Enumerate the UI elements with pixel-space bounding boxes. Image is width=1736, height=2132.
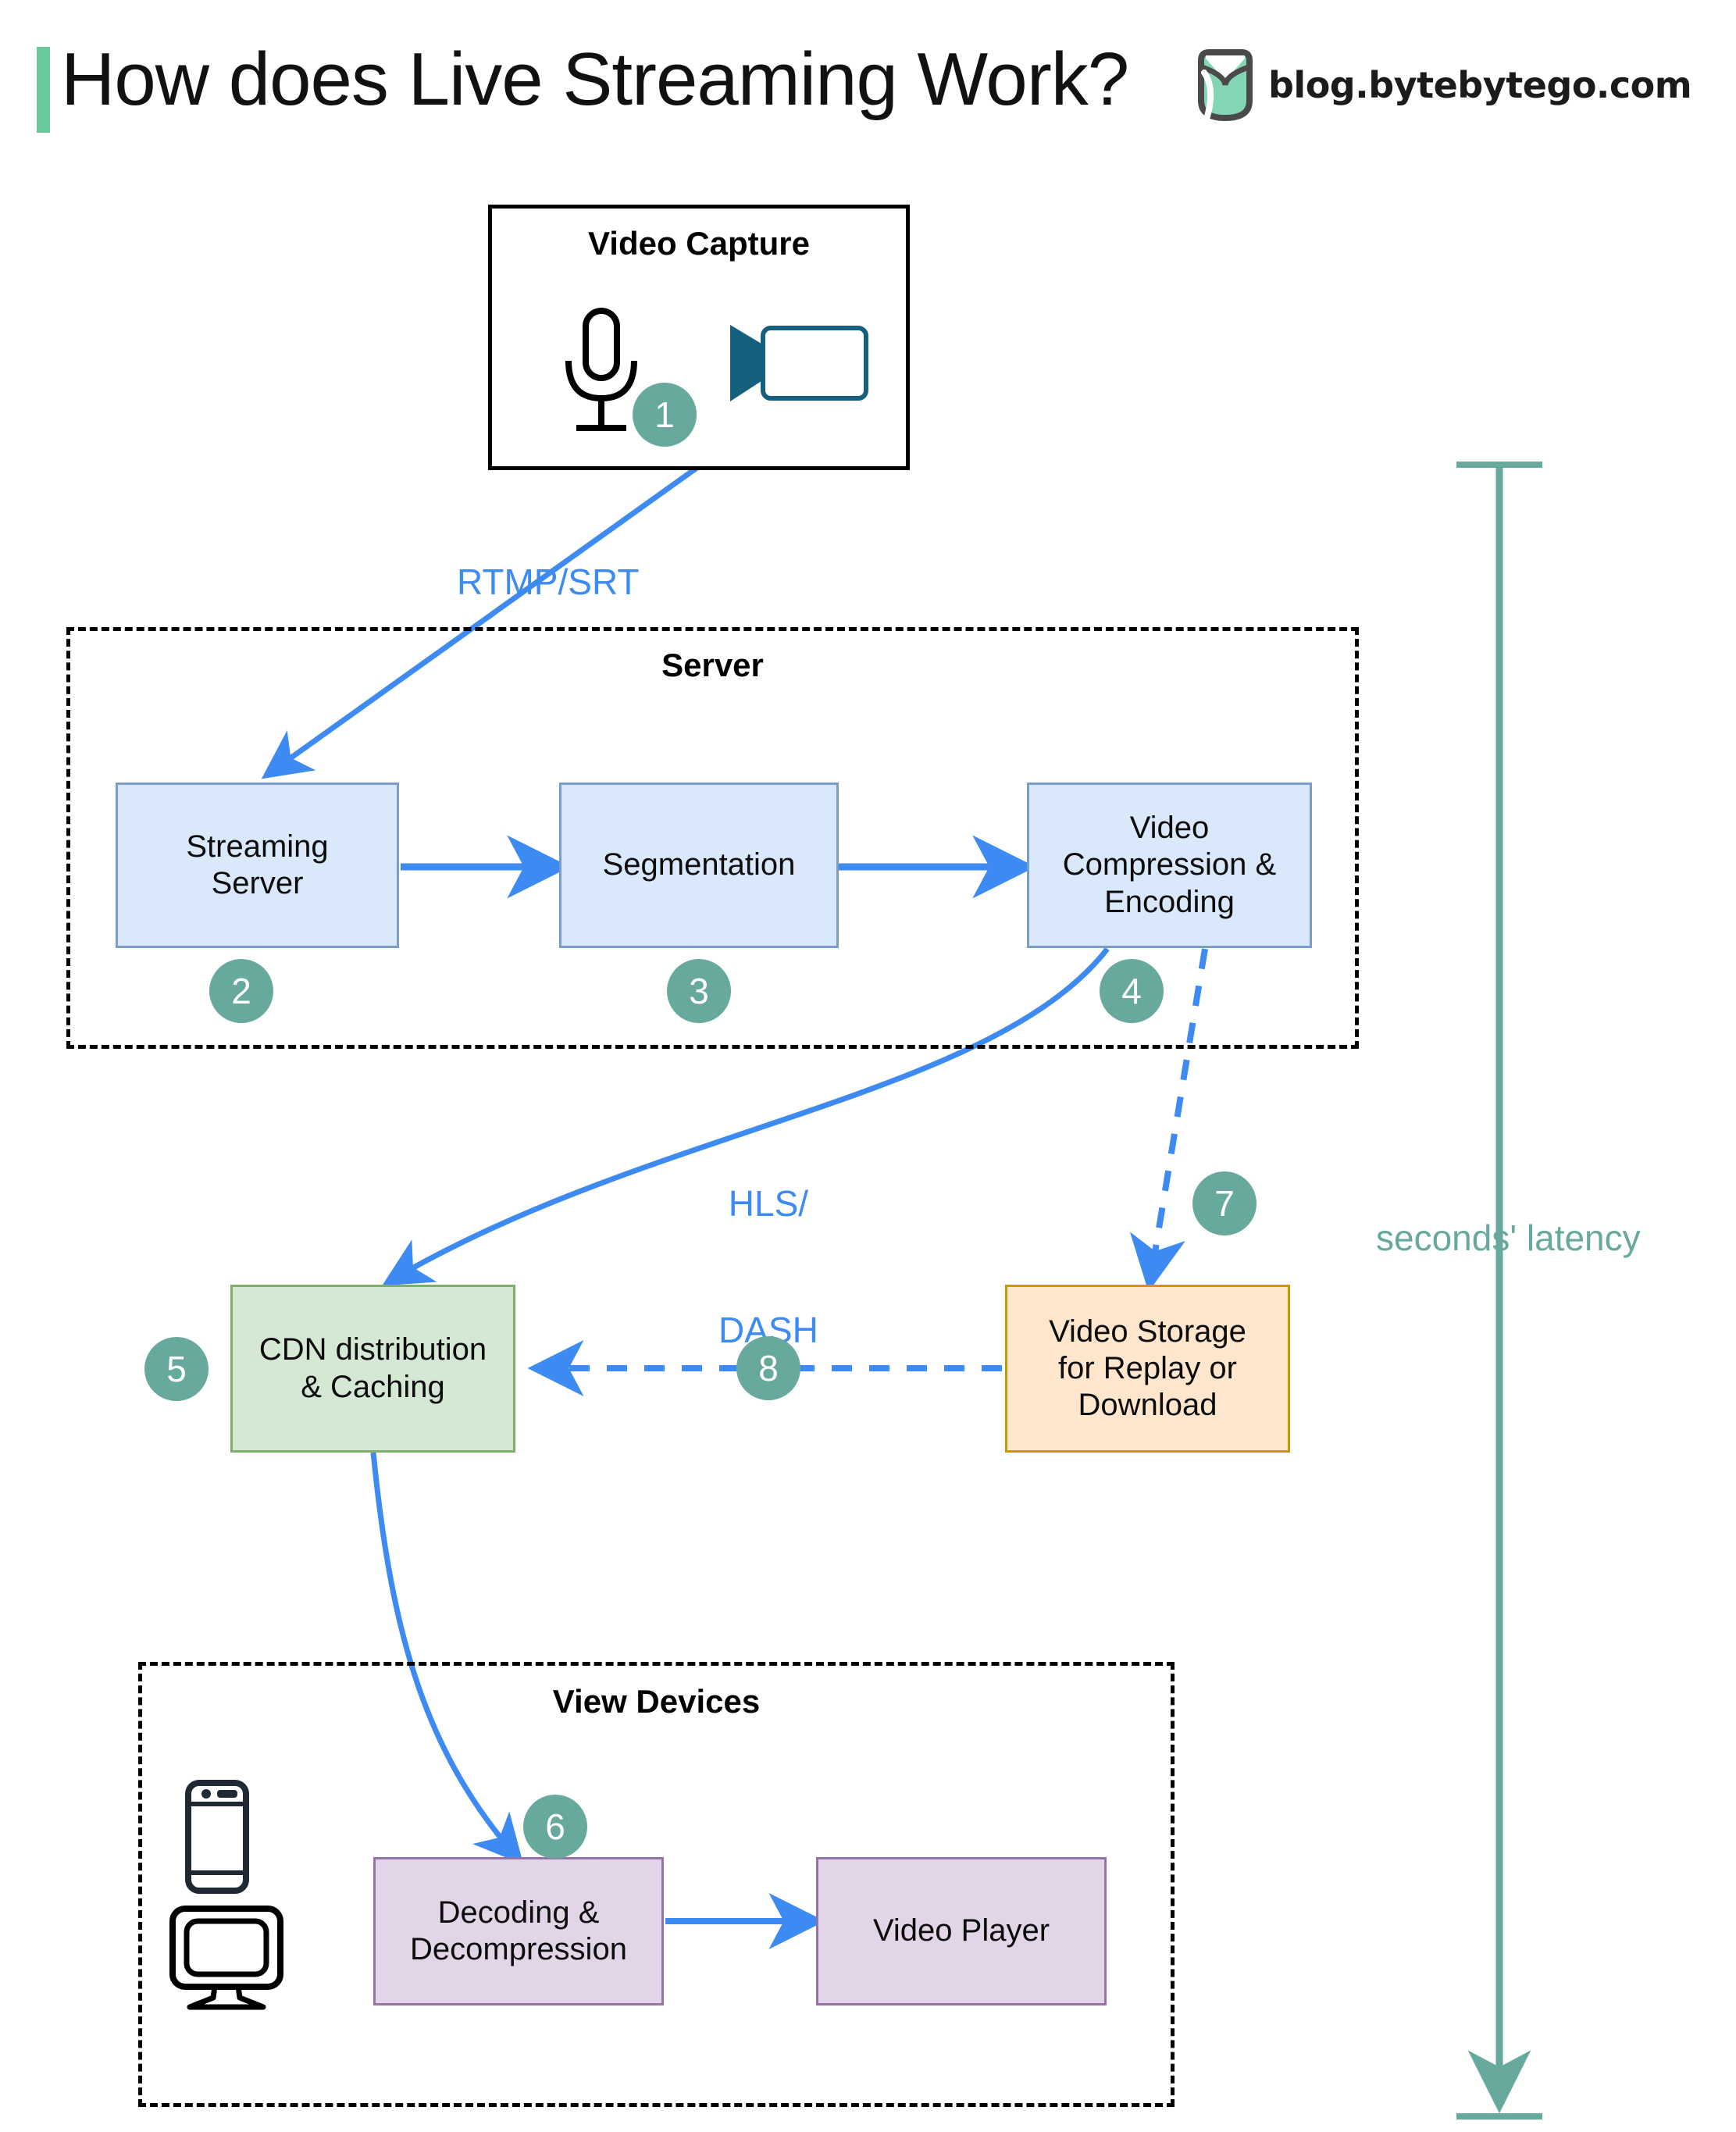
group-title-view-devices: View Devices	[552, 1683, 761, 1720]
edge-label-rtmp-srt: RTMP/SRT	[457, 562, 640, 602]
step-badge-1: 1	[633, 383, 697, 447]
node-decoding-line2: Decompression	[410, 1932, 627, 1966]
step-badge-5: 5	[144, 1337, 209, 1401]
step-badge-4: 4	[1100, 959, 1164, 1023]
node-compression-line3: Encoding	[1104, 884, 1235, 919]
microphone-icon	[565, 308, 637, 431]
group-view-devices	[138, 1662, 1175, 2107]
brand-text: blog.bytebytego.com	[1268, 64, 1692, 106]
node-video-player-label: Video Player	[872, 1913, 1050, 1948]
group-title-server: Server	[661, 647, 764, 683]
edge-label-hls: HLS/	[728, 1182, 809, 1224]
latency-label: seconds' latency	[1376, 1218, 1641, 1258]
node-cdn-distribution[interactable]: CDN distribution & Caching	[230, 1285, 515, 1453]
title-accent-bar	[37, 47, 50, 133]
node-cdn-line1: CDN distribution	[258, 1332, 487, 1367]
node-video-compression[interactable]: Video Compression & Encoding	[1027, 783, 1312, 948]
node-streaming-server[interactable]: Streaming Server	[116, 783, 399, 948]
edge-label-hls-dash: HLS/ DASH	[718, 1097, 818, 1436]
node-storage-line1: Video Storage	[1049, 1314, 1246, 1349]
page-header: How does Live Streaming Work? blog.byteb…	[0, 0, 1736, 141]
smartphone-icon	[185, 1780, 249, 1894]
node-compression-line2: Compression &	[1062, 847, 1277, 882]
step-badge-8: 8	[736, 1336, 800, 1400]
brand-watermark: blog.bytebytego.com	[1193, 49, 1692, 121]
node-decoding-decompression[interactable]: Decoding & Decompression	[373, 1857, 664, 2005]
node-segmentation-label: Segmentation	[602, 847, 796, 882]
node-compression-line1: Video	[1129, 811, 1210, 846]
group-title-video-capture: Video Capture	[588, 225, 810, 262]
node-video-player[interactable]: Video Player	[816, 1857, 1107, 2005]
group-server	[66, 627, 1359, 1049]
step-badge-7: 7	[1192, 1171, 1257, 1235]
node-segmentation[interactable]: Segmentation	[559, 783, 839, 948]
step-badge-3: 3	[667, 959, 731, 1023]
node-video-storage[interactable]: Video Storage for Replay or Download	[1005, 1285, 1290, 1453]
node-storage-line2: for Replay or	[1058, 1350, 1237, 1385]
group-video-capture	[488, 205, 910, 470]
step-badge-2: 2	[209, 959, 273, 1023]
bytebytego-logo-icon	[1198, 49, 1253, 121]
node-streaming-server-line1: Streaming	[186, 829, 329, 864]
video-camera-icon	[730, 325, 868, 401]
node-cdn-line2: & Caching	[301, 1369, 445, 1404]
step-badge-6: 6	[523, 1795, 587, 1859]
node-decoding-line1: Decoding &	[437, 1895, 600, 1930]
desktop-monitor-icon	[169, 1906, 283, 2010]
page-title: How does Live Streaming Work?	[61, 37, 1129, 121]
node-storage-line3: Download	[1078, 1388, 1217, 1423]
node-streaming-server-line2: Server	[211, 866, 304, 900]
